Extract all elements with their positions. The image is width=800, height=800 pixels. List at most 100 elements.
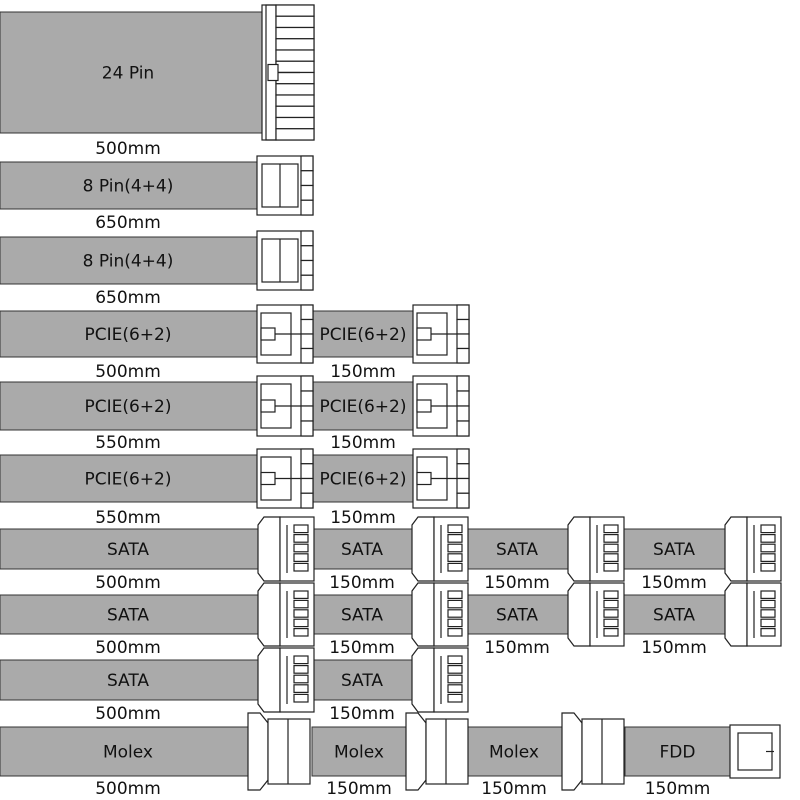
- connector-pin-slot: [603, 543, 619, 553]
- segment-length: 150mm: [484, 573, 550, 593]
- connector-pin-slot: [760, 543, 776, 553]
- connector-pin-slot: [275, 49, 315, 62]
- connector: [257, 582, 315, 647]
- connector-pin-slot: [447, 693, 463, 703]
- cable-band: [465, 726, 563, 777]
- connector-tab: [257, 516, 281, 582]
- connector-tab: [567, 516, 591, 582]
- segment-label: PCIE(6+2): [84, 470, 171, 490]
- connector-pin-slot: [760, 618, 776, 628]
- connector-pin-slot: [300, 230, 314, 247]
- connector-pin-slot: [275, 26, 315, 40]
- segment-length: 550mm: [95, 508, 161, 528]
- segment-length: 150mm: [330, 433, 396, 453]
- connector-pin-slot: [447, 553, 463, 562]
- segment-label: SATA: [496, 606, 538, 626]
- connector-pin-slot: [447, 524, 463, 534]
- connector-pin-slot: [447, 533, 463, 543]
- segment-label: FDD: [660, 743, 696, 763]
- connector-pin-slot: [293, 543, 309, 553]
- connector-pin-slot: [293, 599, 309, 609]
- segment-length: 150mm: [330, 362, 396, 382]
- connector-pin-slot: [275, 83, 315, 96]
- connector-pin-slot: [456, 463, 470, 480]
- connector: [247, 712, 311, 791]
- segment-label: PCIE(6+2): [84, 325, 171, 345]
- connector-pin-slot: [447, 599, 463, 609]
- connector-pin-slot: [300, 448, 314, 465]
- connector-pin-slot: [293, 674, 309, 684]
- connector-pin-slot: [456, 477, 470, 494]
- connector-pin-slot: [293, 655, 309, 665]
- segment-length: 150mm: [481, 779, 547, 799]
- connector-pin-slot: [447, 543, 463, 553]
- segment-label: PCIE(6+2): [84, 397, 171, 417]
- connector-tab: [567, 582, 591, 647]
- segment-label: SATA: [107, 671, 149, 691]
- connector: [405, 712, 469, 791]
- connector: [561, 712, 625, 791]
- segment-label: PCIE(6+2): [319, 397, 406, 417]
- connector-pin-slot: [447, 590, 463, 600]
- connector-pin-slot: [275, 4, 315, 17]
- connector-pin-slot: [760, 627, 776, 637]
- segment-length: 150mm: [326, 779, 392, 799]
- connector-tab: [411, 647, 435, 713]
- connector-tab: [257, 582, 281, 647]
- connector-pin-slot: [603, 524, 619, 534]
- segment-label: PCIE(6+2): [319, 325, 406, 345]
- connector-clip: [416, 471, 432, 486]
- segment-label: Molex: [103, 743, 153, 763]
- segment-label: 8 Pin(4+4): [83, 177, 174, 197]
- segment-length: 550mm: [95, 433, 161, 453]
- segment-label: SATA: [341, 671, 383, 691]
- connector: [412, 304, 470, 364]
- connector: [256, 375, 314, 437]
- connector-shroud: [561, 712, 583, 791]
- connector-pin-slot: [275, 94, 315, 107]
- segment-label: SATA: [653, 540, 695, 560]
- segment-label: SATA: [341, 540, 383, 560]
- cable-band: [312, 454, 414, 503]
- cable-band: [0, 454, 258, 503]
- segment-length: 650mm: [95, 288, 161, 308]
- connector-pin-slot: [300, 259, 314, 276]
- segment-label: Molex: [334, 743, 384, 763]
- connector: [256, 304, 314, 364]
- connector-pin-slot: [275, 60, 315, 74]
- segment-length: 150mm: [329, 638, 395, 658]
- connector-pin-slot: [275, 128, 315, 141]
- connector-pin-slot: [603, 562, 619, 572]
- connector-clip: [267, 63, 279, 82]
- cable-band: [0, 659, 259, 701]
- connector-pin-slot: [603, 590, 619, 600]
- connector-shroud: [405, 712, 427, 791]
- connector-tab: [257, 647, 281, 713]
- segment-label: SATA: [107, 606, 149, 626]
- connector: [724, 582, 782, 647]
- connector-pin-slot: [300, 155, 314, 172]
- connector: [256, 448, 314, 509]
- segment-length: 150mm: [645, 779, 711, 799]
- connector-pin-slot: [293, 553, 309, 562]
- segment-length: 150mm: [641, 573, 707, 593]
- connector-pin-slot: [293, 664, 309, 674]
- connector-tab: [411, 516, 435, 582]
- connector: [256, 230, 314, 291]
- cable-row: 8 Pin(4+4)650mm: [0, 155, 314, 233]
- cable-band: [0, 381, 258, 431]
- segment-length: 500mm: [95, 704, 161, 724]
- connector-tab: [724, 516, 748, 582]
- cable-band: [312, 310, 414, 358]
- connector-clip: [416, 327, 432, 341]
- cable-band: [0, 310, 258, 358]
- segment-label: SATA: [107, 540, 149, 560]
- segment-length: 500mm: [95, 139, 161, 159]
- connector: [257, 516, 315, 582]
- connector-clip: [260, 399, 276, 413]
- connector-pin-slot: [760, 533, 776, 543]
- cable-band: [312, 381, 414, 431]
- connector: [412, 375, 470, 437]
